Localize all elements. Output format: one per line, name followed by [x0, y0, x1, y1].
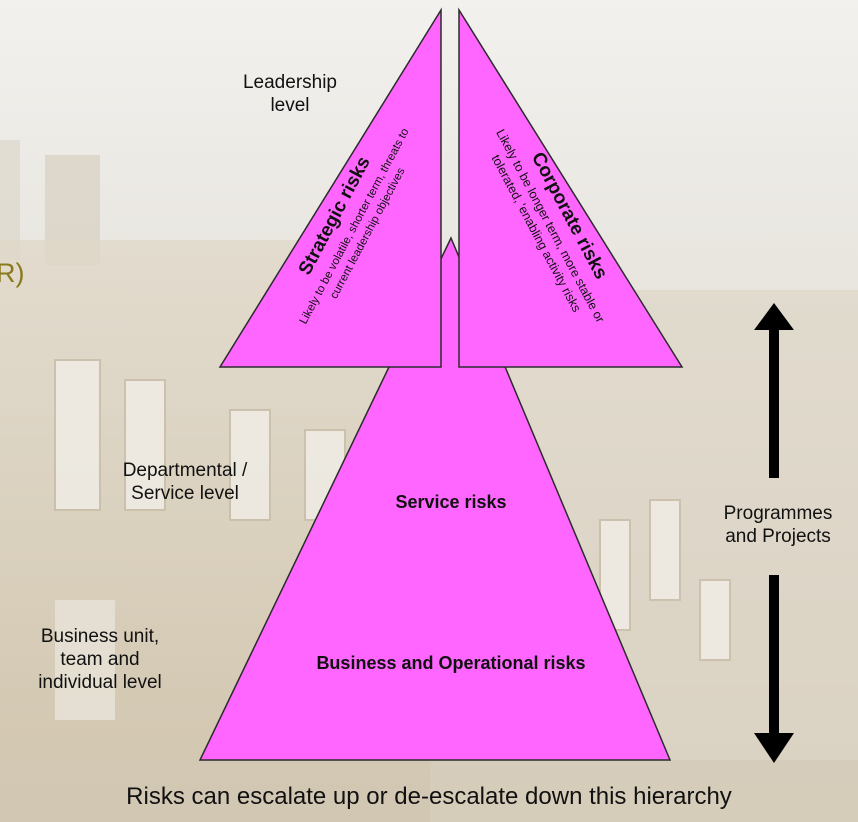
business-unit-level-label: Business unit, team and individual level	[15, 625, 185, 694]
business-unit-level-line3: individual level	[38, 672, 162, 693]
strategic-risks-triangle	[218, 7, 442, 368]
hierarchy-caption: Risks can escalate up or de-escalate dow…	[126, 783, 732, 810]
service-risks-label: Service risks	[395, 492, 506, 512]
corporate-risks-triangle	[458, 7, 684, 368]
departmental-level-label: Departmental / Service level	[100, 459, 270, 505]
programmes-line2: and Projects	[725, 526, 831, 547]
background-fragment-text: R)	[0, 258, 25, 288]
departmental-level-line2: Service level	[131, 483, 239, 504]
leadership-level-line1: Leadership	[242, 72, 338, 93]
operational-risks-label: Business and Operational risks	[316, 653, 585, 673]
deescalate-down-arrow	[754, 575, 794, 763]
departmental-level-line1: Departmental /	[122, 460, 248, 481]
service-operational-triangle	[198, 236, 672, 761]
business-unit-level-line1: Business unit,	[40, 626, 160, 647]
programmes-projects-label: Programmes and Projects	[698, 502, 858, 548]
programmes-line1: Programmes	[723, 503, 833, 524]
escalate-up-arrow	[754, 303, 794, 478]
business-unit-level-line2: team and	[60, 649, 140, 670]
leadership-level-label: Leadership level	[225, 71, 355, 117]
leadership-level-line2: level	[270, 95, 310, 116]
